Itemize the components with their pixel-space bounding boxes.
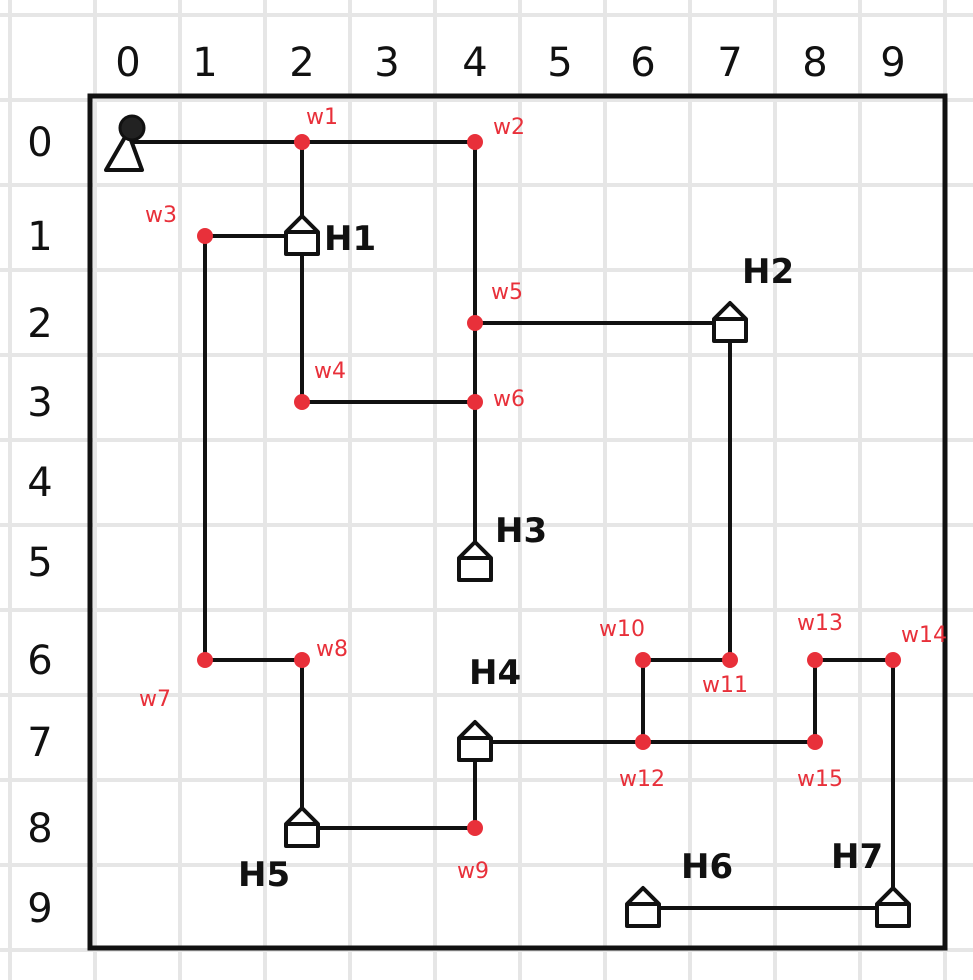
waypoint-label-w10: w10 (599, 617, 645, 642)
house-h7: H7 (831, 837, 911, 928)
row-label-1: 1 (27, 214, 52, 260)
house-icon (284, 214, 320, 256)
waypoint-dot (294, 134, 310, 150)
waypoint-label-w15: w15 (797, 767, 843, 792)
row-label-6: 6 (27, 638, 52, 684)
row-labels: 0 1 2 3 4 5 6 7 8 9 (27, 120, 52, 932)
waypoint-label-w3: w3 (145, 203, 177, 228)
column-labels: 0 1 2 3 4 5 6 7 8 9 (115, 40, 905, 86)
column-label-4: 4 (462, 40, 487, 86)
column-label-8: 8 (802, 40, 827, 86)
waypoint-w8: w8 (294, 637, 348, 668)
row-label-7: 7 (27, 720, 52, 766)
waypoint-w5: w5 (467, 280, 523, 331)
waypoint-label-w12: w12 (619, 767, 665, 792)
house-h4: H4 (457, 653, 521, 762)
waypoint-label-w4: w4 (314, 359, 346, 384)
waypoint-w7: w7 (139, 652, 213, 712)
person-head (118, 114, 146, 142)
waypoint-dot (467, 134, 483, 150)
house-h3: H3 (457, 511, 547, 582)
waypoint-dot (467, 820, 483, 836)
column-label-0: 0 (115, 40, 140, 86)
column-label-7: 7 (717, 40, 742, 86)
row-label-3: 3 (27, 380, 52, 426)
house-label-h4: H4 (469, 653, 521, 693)
waypoint-w4: w4 (294, 359, 346, 410)
house-label-h1: H1 (324, 219, 376, 259)
house-h2: H2 (712, 252, 794, 343)
waypoint-w10: w10 (599, 617, 651, 668)
waypoint-dot (807, 734, 823, 750)
row-label-2: 2 (27, 301, 52, 347)
waypoint-label-w1: w1 (306, 105, 338, 130)
waypoints: w1 w2 w3 w4 w5 w6 w7 w8 w9 w10 w11 w12 w13 w14 w15 (139, 105, 947, 884)
person-body (104, 130, 144, 172)
waypoint-dot (635, 734, 651, 750)
house-icon (625, 886, 661, 928)
house-label-h7: H7 (831, 837, 883, 877)
waypoint-label-w11: w11 (702, 673, 748, 698)
waypoint-dot (467, 394, 483, 410)
row-label-0: 0 (27, 120, 52, 166)
map-frame (87, 93, 948, 951)
column-label-9: 9 (880, 40, 905, 86)
house-h5: H5 (238, 806, 320, 895)
waypoint-dot (197, 652, 213, 668)
waypoint-label-w6: w6 (493, 387, 525, 412)
house-label-h5: H5 (238, 855, 290, 895)
house-label-h2: H2 (742, 252, 794, 292)
waypoint-label-w7: w7 (139, 687, 171, 712)
waypoint-w2: w2 (467, 115, 525, 150)
row-label-5: 5 (27, 540, 52, 586)
waypoint-w14: w14 (885, 623, 947, 668)
row-label-9: 9 (27, 886, 52, 932)
waypoint-w1: w1 (294, 105, 338, 150)
waypoint-w3: w3 (145, 203, 213, 244)
house-label-h6: H6 (681, 847, 733, 887)
road-network (126, 140, 895, 910)
waypoint-label-w13: w13 (797, 611, 843, 636)
row-label-8: 8 (27, 806, 52, 852)
waypoint-dot (197, 228, 213, 244)
column-label-3: 3 (374, 40, 399, 86)
house-h1: H1 (284, 214, 376, 259)
waypoint-dot (294, 652, 310, 668)
waypoint-dot (722, 652, 738, 668)
waypoint-dot (635, 652, 651, 668)
column-label-1: 1 (192, 40, 217, 86)
column-label-6: 6 (630, 40, 655, 86)
column-label-2: 2 (289, 40, 314, 86)
waypoint-dot (885, 652, 901, 668)
waypoint-dot (467, 315, 483, 331)
waypoint-dot (807, 652, 823, 668)
waypoint-label-w8: w8 (316, 637, 348, 662)
house-label-h3: H3 (495, 511, 547, 551)
house-icon (457, 540, 493, 582)
start-marker (104, 114, 146, 172)
column-label-5: 5 (547, 40, 572, 86)
waypoint-label-w9: w9 (457, 859, 489, 884)
waypoint-w6: w6 (467, 387, 525, 412)
house-icon (712, 301, 748, 343)
waypoint-w12: w12 (619, 734, 665, 792)
waypoint-w13: w13 (797, 611, 843, 668)
house-icon (284, 806, 320, 848)
house-icon (457, 720, 493, 762)
waypoint-label-w2: w2 (493, 115, 525, 140)
waypoint-w9: w9 (457, 820, 489, 884)
house-h6: H6 (625, 847, 733, 928)
person-icon (104, 114, 146, 172)
house-icon (875, 886, 911, 928)
waypoint-label-w14: w14 (901, 623, 947, 648)
waypoint-w11: w11 (702, 652, 748, 698)
waypoint-label-w5: w5 (491, 280, 523, 305)
waypoint-dot (294, 394, 310, 410)
waypoint-w15: w15 (797, 734, 843, 792)
row-label-4: 4 (27, 460, 52, 506)
